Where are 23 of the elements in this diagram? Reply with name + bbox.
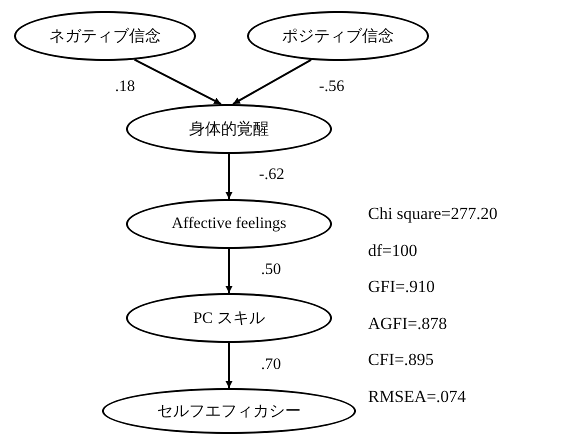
fit-statistic: CFI=.895 [368,350,434,370]
ellipse-node [247,11,429,61]
ellipse-node [126,293,332,343]
ellipse-node [14,11,196,61]
node-label: ネガティブ信念 [49,26,161,46]
fit-statistic: GFI=.910 [368,277,435,297]
arrow [226,343,232,388]
node-label: PC スキル [193,308,265,328]
fit-statistic: AGFI=.878 [368,314,448,334]
node-label: ポジティブ信念 [282,26,394,46]
arrow [134,58,222,105]
ellipse-node [102,388,356,434]
node-label: Affective feelings [172,215,286,233]
arrow [226,154,232,199]
arrow [232,59,312,105]
ellipse-node [126,104,332,154]
node-label: 身体的覚醒 [189,120,269,140]
fit-statistic: Chi square=277.20 [368,204,498,224]
ellipse-node [126,199,332,249]
node-label: セルフエフィカシー [157,402,301,422]
fit-statistic: RMSEA=.074 [368,386,466,406]
arrow [226,249,232,293]
fit-statistic: df=100 [368,240,418,260]
